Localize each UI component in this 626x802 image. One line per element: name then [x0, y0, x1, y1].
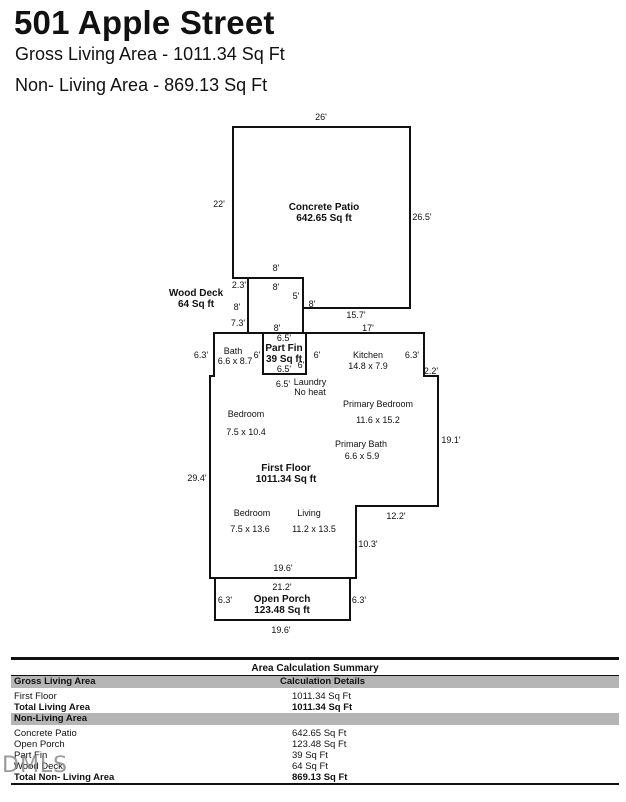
summary-title: Area Calculation Summary [11, 660, 619, 676]
row-value: 1011.34 Sq Ft [292, 691, 351, 702]
deck-area: 64 Sq ft [178, 299, 215, 310]
room-primary-bedroom-size: 11.6 x 15.2 [356, 415, 400, 425]
dim-deck-bottom: 8' [274, 323, 281, 333]
porch-area: 123.48 Sq ft [254, 605, 310, 616]
page-title: 501 Apple Street [14, 4, 275, 41]
dim-porch-bottom: 19.6' [271, 625, 291, 635]
row-label: Open Porch [14, 739, 65, 750]
dim-first-floor-bottom: 19.6' [273, 563, 293, 573]
gross-living-area-subtitle: Gross Living Area - 1011.34 Sq Ft [15, 44, 285, 64]
dim-patio-left: 22' [213, 199, 225, 209]
dim-porch-top: 21.2' [272, 582, 292, 592]
gross-living-header-label: Gross Living Area [14, 676, 96, 687]
room-primary-bedroom: Primary Bedroom [343, 399, 413, 409]
floor-plan: Concrete Patio 642.65 Sq ft Wood Deck 64… [169, 112, 461, 635]
row-value: 123.48 Sq Ft [292, 739, 347, 750]
dim-deck-left-b: 7.3' [231, 318, 246, 328]
room-kitchen: Kitchen [353, 350, 383, 360]
summary-row-total-living: Total Living Area 1011.34 Sq Ft [11, 702, 619, 713]
dim-first-floor-step: 2.2' [424, 366, 439, 376]
non-living-header-label: Non-Living Area [14, 713, 88, 724]
mls-watermark: DMLS [2, 753, 69, 778]
first-floor-outline [209, 332, 439, 579]
dim-part-fin-below: 6.5' [276, 379, 291, 389]
row-label: Total Living Area [14, 702, 91, 713]
patio-name: Concrete Patio [289, 202, 360, 213]
row-label: Total Non- Living Area [14, 772, 115, 783]
summary-row-wood-deck: Wood Deck 64 Sq Ft [11, 761, 619, 772]
dim-part-fin-top: 6.5' [277, 333, 292, 343]
first-floor-name: First Floor [261, 463, 311, 474]
summary-row-total-non-living: Total Non- Living Area 869.13 Sq Ft [11, 772, 619, 783]
room-bedroom-1-size: 7.5 x 10.4 [226, 427, 266, 437]
row-label: Wood Deck [14, 761, 63, 772]
part-fin-outline [262, 332, 307, 375]
dim-part-fin-right: 6' [314, 350, 321, 360]
room-bedroom-2: Bedroom [234, 508, 271, 518]
row-label: Concrete Patio [14, 728, 77, 739]
summary-row-concrete-patio: Concrete Patio 642.65 Sq Ft [11, 728, 619, 739]
deck-name: Wood Deck [169, 288, 224, 299]
room-primary-bath-size: 6.6 x 5.9 [345, 451, 380, 461]
room-living: Living [297, 508, 321, 518]
room-laundry-note: No heat [294, 387, 326, 397]
part-fin-area: 39 Sq ft [266, 354, 303, 365]
dim-first-floor-notch-vertical: 10.3' [358, 539, 378, 549]
dim-deck-right-b: 8' [309, 299, 316, 309]
dim-first-floor-right: 19.1' [441, 435, 461, 445]
dim-deck-right: 5' [293, 291, 300, 301]
dim-first-floor-notch: 12.2' [386, 511, 406, 521]
summary-row-open-porch: Open Porch 123.48 Sq Ft [11, 739, 619, 750]
summary-row-first-floor: First Floor 1011.34 Sq Ft [11, 691, 619, 702]
dim-patio-right: 26.5' [412, 212, 432, 222]
non-living-header: Non-Living Area [11, 713, 619, 725]
dim-part-fin-left: 6' [254, 350, 261, 360]
dim-deck-inner-top: 8' [273, 282, 280, 292]
dim-patio-top: 26' [315, 112, 327, 122]
dim-patio-bottom: 15.7' [346, 310, 366, 320]
room-bedroom-2-size: 7.5 x 13.6 [230, 524, 270, 534]
dim-first-floor-right-top: 6.3' [405, 350, 420, 360]
porch-outline [214, 577, 351, 621]
room-laundry: Laundry [294, 377, 327, 387]
row-value: 642.65 Sq Ft [292, 728, 347, 739]
room-bath: Bath [224, 346, 243, 356]
room-primary-bath: Primary Bath [335, 439, 387, 449]
room-bedroom-1: Bedroom [228, 409, 265, 419]
patio-area: 642.65 Sq ft [296, 213, 352, 224]
dim-first-floor-left: 29.4' [187, 473, 207, 483]
row-value: 39 Sq Ft [292, 750, 328, 761]
non-living-area-subtitle: Non- Living Area - 869.13 Sq Ft [15, 75, 268, 95]
area-summary-table: Area Calculation Summary Gross Living Ar… [11, 657, 619, 785]
row-label: Part Fin [14, 750, 48, 761]
dim-deck-top: 8' [273, 263, 280, 273]
part-fin-name: Part Fin [265, 343, 302, 354]
row-value: 64 Sq Ft [292, 761, 328, 772]
row-value: 869.13 Sq Ft [292, 772, 348, 783]
row-label: First Floor [14, 691, 57, 702]
dim-first-floor-left-top: 6.3' [194, 350, 209, 360]
gross-living-header: Gross Living Area Calculation Details [11, 676, 619, 688]
row-value: 1011.34 Sq Ft [292, 702, 353, 713]
dim-porch-left: 6.3' [218, 595, 233, 605]
dim-deck-left: 8' [234, 302, 241, 312]
dim-part-fin-bottom: 6.5' [277, 364, 292, 374]
room-living-size: 11.2 x 13.5 [292, 524, 336, 534]
dim-porch-right: 6.3' [352, 595, 367, 605]
summary-row-part-fin: Part Fin 39 Sq Ft [11, 750, 619, 761]
room-kitchen-size: 14.8 x 7.9 [348, 361, 388, 371]
room-bath-size: 6.6 x 8.7 [218, 356, 253, 366]
dim-first-floor-top: 17' [362, 323, 374, 333]
porch-name: Open Porch [254, 594, 311, 605]
dim-part-fin-right-inner: 6' [298, 360, 305, 370]
dim-deck-left-a: 2.3' [232, 280, 247, 290]
calculation-details-header: Calculation Details [280, 676, 365, 687]
first-floor-area: 1011.34 Sq ft [256, 474, 317, 485]
